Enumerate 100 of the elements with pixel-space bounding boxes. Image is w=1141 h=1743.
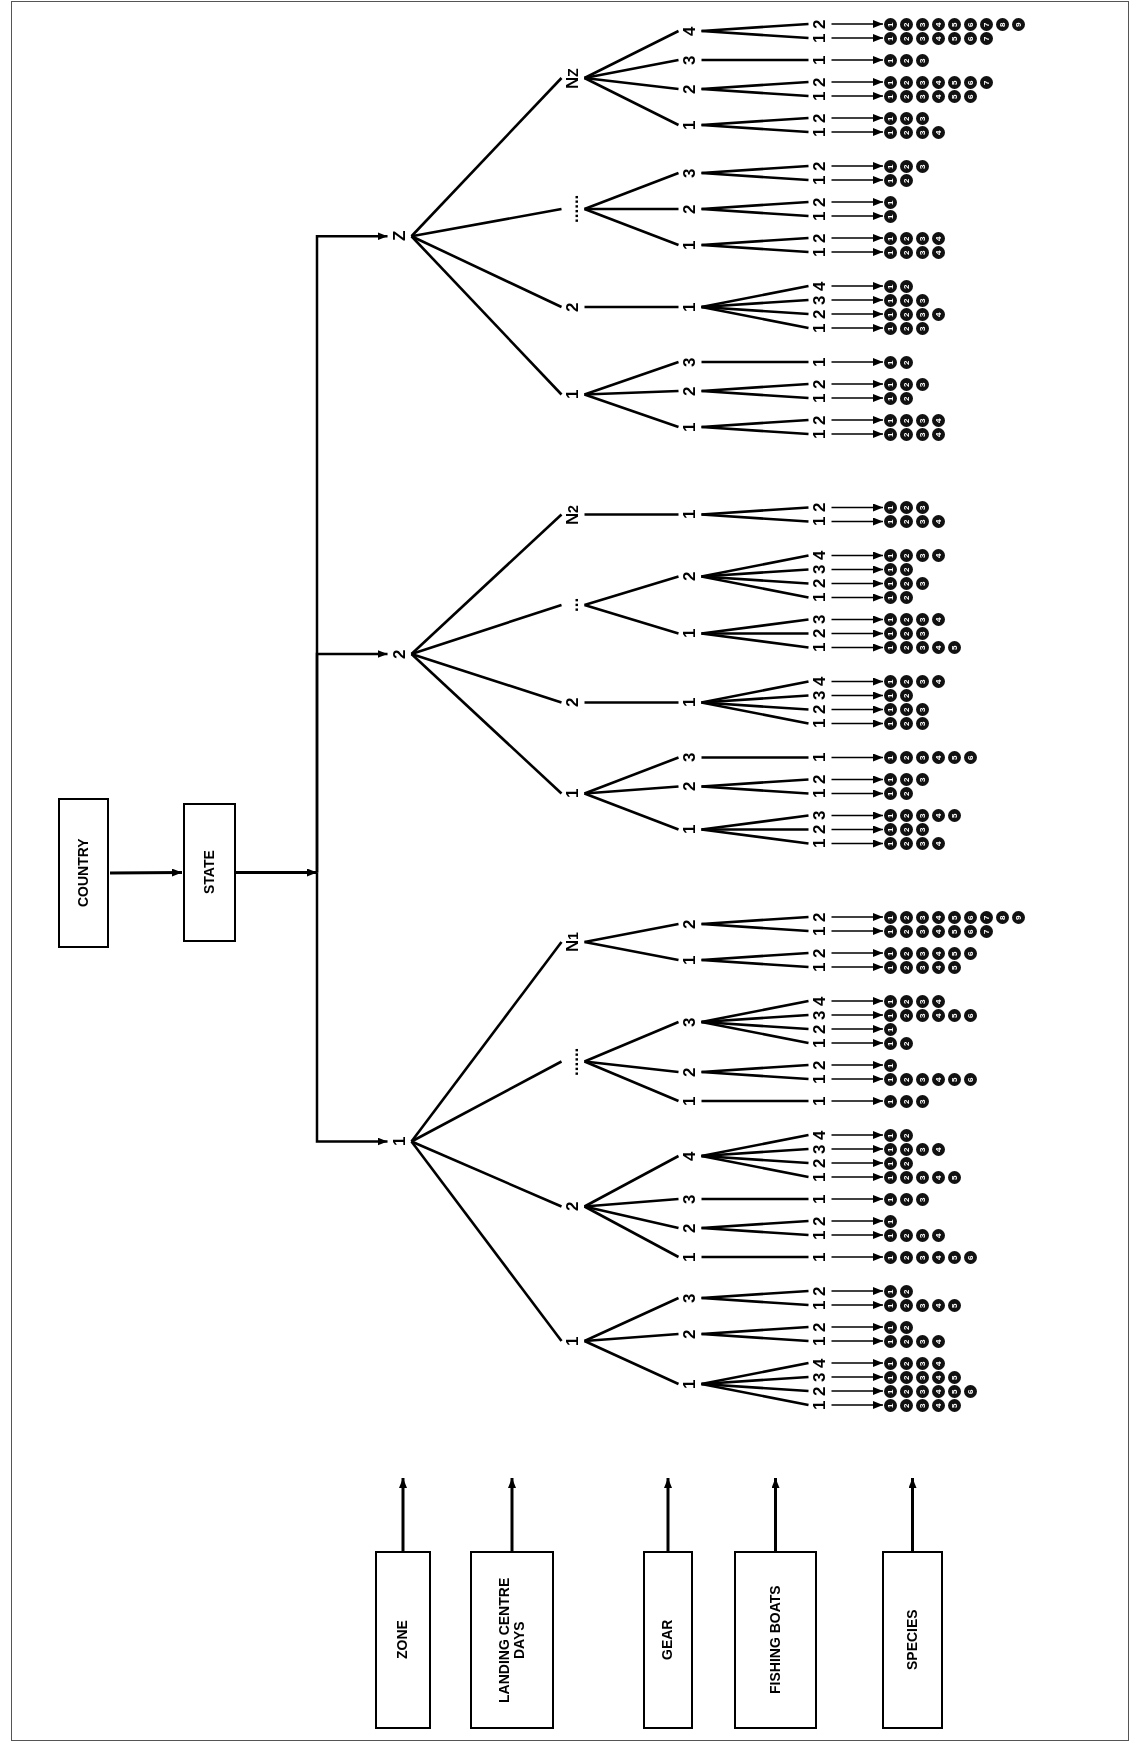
species-circle: 3: [916, 159, 929, 173]
arrow: [830, 1387, 884, 1395]
arrow: [830, 78, 884, 86]
node-label: 2: [809, 196, 831, 208]
species-circle: 1: [884, 591, 897, 604]
species-circle: 3: [916, 994, 929, 1008]
node-label: 1: [809, 1399, 831, 1411]
species-circle: 2: [900, 1170, 913, 1184]
branch-line: [701, 694, 809, 704]
species-circle: 4: [932, 1356, 945, 1370]
species-circle: 3: [916, 53, 929, 67]
arrow: [830, 20, 884, 28]
species-circle: 6: [964, 17, 977, 31]
species-circle: 1: [884, 1250, 897, 1264]
species-circle: 4: [932, 1072, 945, 1086]
species-circle: 2: [900, 1228, 913, 1242]
branch-line: [701, 680, 809, 704]
arrow: [830, 997, 884, 1005]
species-circle: 2: [900, 377, 913, 391]
species-circle: 1: [884, 1170, 897, 1184]
branch-line: [701, 1361, 809, 1386]
species-circle: 7: [980, 17, 993, 31]
node-label: 2: [809, 911, 831, 923]
species-circle: 1: [884, 231, 897, 245]
arrow: [830, 1061, 884, 1069]
species-circle: 3: [916, 627, 929, 640]
species-circle: 1: [884, 293, 897, 307]
level-box: SPECIES: [882, 1551, 943, 1729]
species-circle: 1: [884, 355, 897, 369]
node-label: 1: [679, 509, 701, 520]
node-label: 2: [809, 1215, 831, 1227]
branch-line: [701, 1099, 809, 1103]
arrow: [830, 789, 884, 798]
species-circle: 3: [916, 1298, 929, 1312]
node-label: 3: [809, 810, 831, 821]
arrow: [830, 92, 884, 100]
node-label: 1: [809, 1251, 831, 1263]
arrow: [664, 1478, 672, 1551]
branch-line: [701, 568, 809, 578]
arrow: [830, 358, 884, 366]
node-label: 1: [679, 628, 701, 639]
node-label: 1: [809, 925, 831, 937]
species-circle: 1: [884, 675, 897, 688]
species-circle: 2: [900, 641, 913, 654]
branch-line: [701, 58, 809, 62]
node-label: 3: [809, 1371, 831, 1383]
species-circle: 2: [900, 717, 913, 730]
species-circle: 1: [884, 111, 897, 125]
node-label: 2: [679, 571, 701, 582]
arrow: [830, 839, 884, 848]
branch-line: [410, 653, 563, 795]
node-label: 4: [809, 1357, 831, 1369]
branch-line: [584, 1205, 679, 1230]
species-circle: 4: [932, 1334, 945, 1348]
species-circle: 5: [948, 960, 961, 974]
species-circle: 3: [916, 1398, 929, 1412]
arrow: [830, 1287, 884, 1295]
species-circle: 7: [980, 910, 993, 924]
node-label: 2: [809, 947, 831, 959]
species-circle: 1: [884, 1072, 897, 1086]
species-circle: 4: [932, 307, 945, 321]
species-circle: 7: [980, 31, 993, 45]
branch-line: [701, 513, 809, 523]
species-circle: 4: [932, 17, 945, 31]
branch-line: [584, 513, 679, 516]
node-label: 2: [809, 1321, 831, 1333]
species-circle: 2: [900, 577, 913, 590]
species-circle: 4: [932, 675, 945, 688]
arrow: [830, 949, 884, 957]
arrow: [830, 1131, 884, 1139]
species-circle: 1: [884, 1008, 897, 1022]
species-circle: 3: [916, 515, 929, 528]
species-circle: 2: [900, 1128, 913, 1142]
species-circle: 5: [948, 641, 961, 654]
species-circle: 1: [884, 1320, 897, 1334]
arrow: [830, 825, 884, 834]
node-label: 2: [562, 1201, 584, 1212]
species-circle: 3: [916, 321, 929, 335]
branch-line: [701, 22, 809, 33]
species-circle: 3: [916, 427, 929, 441]
species-circle: 4: [932, 924, 945, 938]
species-circle: 1: [884, 17, 897, 31]
node-label: 4: [809, 995, 831, 1007]
node-label: 2: [809, 1023, 831, 1035]
node-label: 3: [809, 294, 831, 306]
species-circle: 2: [900, 1384, 913, 1398]
node-label: ......: [562, 194, 584, 224]
species-circle: 1: [884, 994, 897, 1008]
branch-line: [583, 29, 680, 80]
node-label: 2: [679, 1328, 701, 1340]
species-circle: 4: [932, 1008, 945, 1022]
species-circle: 8: [996, 17, 1009, 31]
arrow: [830, 579, 884, 588]
branch-line: [584, 756, 679, 795]
species-circle: 2: [900, 501, 913, 514]
branch-line: [701, 915, 809, 926]
branch-line: [701, 123, 809, 134]
arrow: [830, 1231, 884, 1239]
species-circle: 1: [884, 1398, 897, 1412]
arrow: [830, 753, 884, 762]
